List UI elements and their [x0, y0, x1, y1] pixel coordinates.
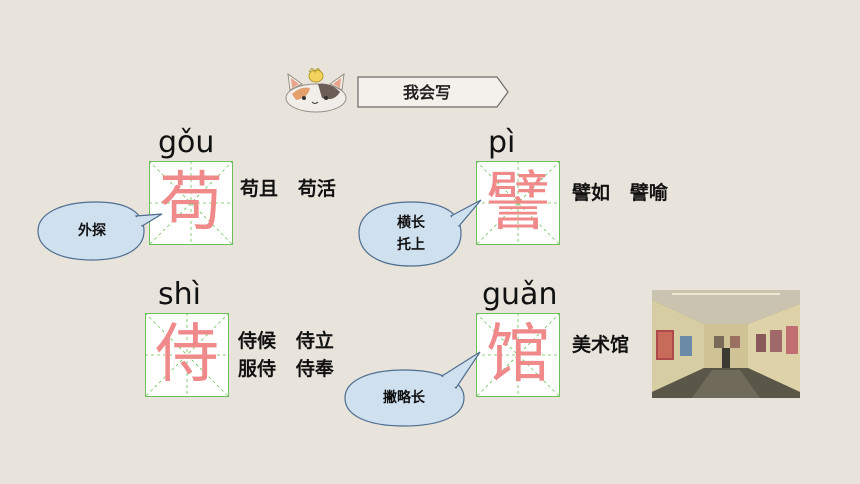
pinyin-gou: gǒu: [158, 125, 215, 160]
pinyin-shi: shì: [158, 277, 201, 312]
hanzi-gou: 苟: [159, 166, 223, 240]
hanzi-guan: 馆: [486, 318, 550, 392]
section-title: 我会写: [402, 83, 451, 102]
cat-mascot-icon: [282, 67, 348, 114]
tip-bubble-guan: 撇略长: [342, 350, 482, 430]
character-grid-pi: 譬: [476, 161, 560, 245]
character-grid-guan: 馆: [476, 313, 560, 397]
hanzi-shi: 侍: [155, 318, 219, 392]
words-shi-line1: 侍候 侍立: [238, 330, 334, 352]
header-tag-shape: [357, 76, 509, 108]
pinyin-guan: guǎn: [482, 277, 558, 312]
pinyin-pi: pì: [488, 125, 516, 160]
tip-text-gou: 外探: [78, 223, 106, 239]
words-gou: 苟且 苟活: [240, 178, 336, 200]
character-grid-gou: 苟: [149, 161, 233, 245]
words-pi: 譬如 譬喻: [572, 182, 668, 204]
hanzi-pi: 譬: [486, 166, 550, 240]
character-grid-shi: 侍: [145, 313, 229, 397]
words-guan: 美术馆: [572, 334, 630, 356]
tip-text-pi-line2: 托上: [397, 237, 425, 253]
tip-bubble-pi: 横长 托上: [355, 198, 485, 270]
tip-bubble-gou: 外探: [34, 198, 164, 268]
tip-text-guan: 撇略长: [383, 390, 425, 406]
words-shi-line2: 服侍 侍奉: [238, 358, 334, 380]
tip-text-pi-line1: 横长: [397, 215, 425, 231]
art-gallery-photo: [652, 290, 800, 398]
